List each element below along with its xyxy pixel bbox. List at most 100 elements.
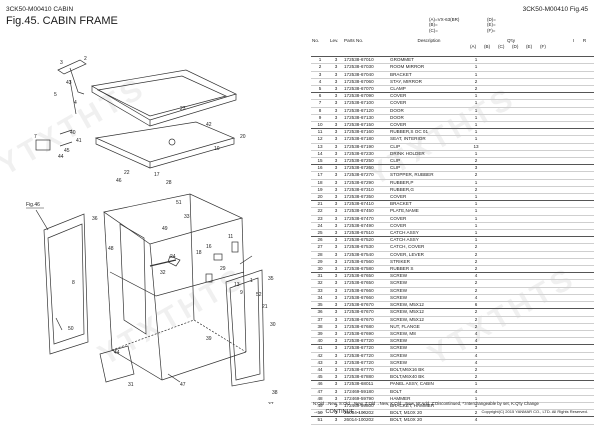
row-qty-c [497,85,511,94]
col-header-lev: Lev. [330,38,339,43]
row-qty-d [511,287,525,295]
row-qty-a: 2 [469,243,483,252]
row-qty-a: 2 [469,258,483,267]
row-remark [575,337,594,346]
cabin-pillar-shape [241,217,247,353]
row-qty-b [483,344,497,353]
row-qty-d [511,143,525,151]
part-callout: 13 [234,282,240,288]
row-qty-c [497,99,511,108]
row-qty-f [539,373,553,382]
row-qty-c [497,409,511,418]
row-part-number: 172538-67010 [343,56,389,65]
row-level: 3 [329,352,343,360]
row-qty-b [483,359,497,367]
row-qty-b [483,229,497,238]
interior-panel-edge [95,138,151,169]
row-remark [575,316,594,324]
row-description: SCREW [389,287,469,295]
row-interchange [553,301,575,310]
row-description: COVER [389,215,469,223]
row-qty-c [497,92,511,101]
row-remark [575,207,594,216]
row-description: GROMMET [389,56,469,65]
row-qty-b [483,215,497,223]
row-qty-e [525,71,539,79]
row-qty-a: 1 [469,395,483,403]
row-interchange [553,352,575,360]
row-qty-f [539,114,553,123]
row-remark [575,99,594,108]
row-interchange [553,395,575,403]
row-qty-f [539,164,553,173]
row-part-number: 172538-68011 [343,380,389,389]
row-qty-a: 2 [469,85,483,94]
row-qty-e [525,301,539,310]
row-number: 45 [311,373,329,382]
row-remark [575,143,594,151]
row-description: SCREW [389,344,469,353]
row-description: CLIP [389,157,469,166]
variant-code: (C)= [429,27,438,33]
row-qty-e [525,380,539,389]
drink-holder-shape [168,138,176,146]
cabin-pillar-shape [149,243,163,381]
row-number: 21 [311,200,329,209]
row-qty-f [539,251,553,259]
row-qty-e [525,114,539,123]
row-number: 14 [311,150,329,159]
row-qty-f [539,409,553,418]
row-qty-e [525,308,539,317]
row-qty-a: 1 [469,107,483,115]
row-qty-e [525,78,539,87]
row-qty-a: 1 [469,193,483,202]
row-level: 3 [329,85,343,94]
row-qty-c [497,215,511,223]
roof-edge-shape [149,94,237,127]
row-part-number: 172538-67720 [343,344,389,353]
row-qty-c [497,243,511,252]
row-description: ROOM MIRROR [389,63,469,72]
row-qty-c [497,388,511,396]
row-part-number: 172538-67660 [343,294,389,303]
row-remark [575,395,594,403]
row-qty-b [483,301,497,310]
row-qty-f [539,316,553,324]
row-qty-e [525,143,539,151]
row-qty-a: 1 [469,92,483,101]
row-remark [575,265,594,274]
row-qty-b [483,409,497,418]
cover-part-shape [35,139,51,151]
row-qty-c [497,121,511,130]
row-interchange [553,279,575,288]
row-qty-b [483,243,497,252]
row-description: SCREW [389,272,469,281]
row-level: 3 [329,207,343,216]
row-qty-b [483,316,497,324]
part-callout: 44 [58,154,64,160]
row-qty-d [511,71,525,79]
row-qty-d [511,85,525,94]
row-remark [575,272,594,281]
part-callout: 23 [180,106,186,112]
row-level: 3 [329,279,343,288]
model-code-right: 3CK50-M00410 Fig.45 [522,6,588,13]
row-qty-b [483,323,497,331]
row-qty-b [483,352,497,360]
part-callout: 21 [262,304,268,310]
leader-line [167,373,181,383]
row-qty-e [525,265,539,274]
row-qty-c [497,200,511,209]
row-qty-f [539,200,553,209]
row-description: SEAT, INTERIOR [389,135,469,144]
row-qty-e [525,243,539,252]
row-number: 29 [311,258,329,267]
